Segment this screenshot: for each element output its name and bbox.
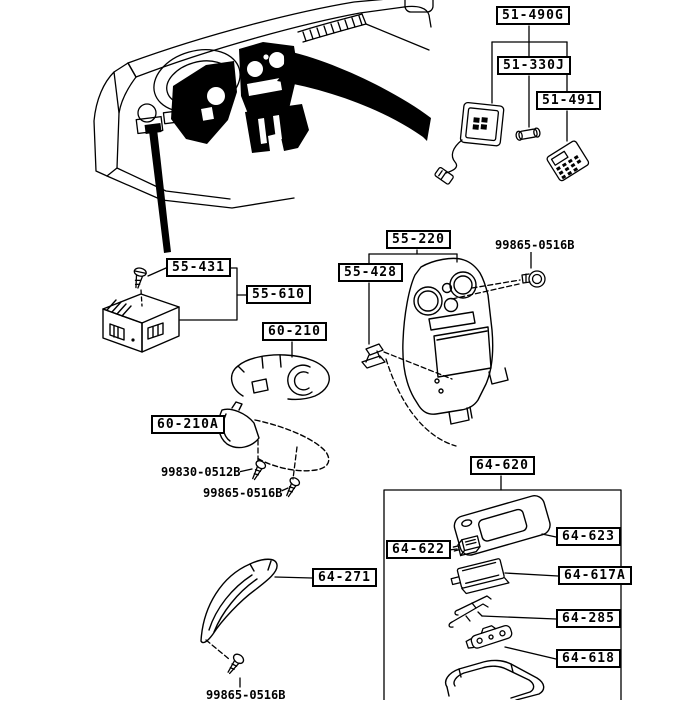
screw-illustration-console: [521, 270, 546, 288]
lamp-wire: [434, 139, 463, 185]
hidden-fastener-dashes: [383, 279, 521, 447]
leader-lines-console: [448, 475, 559, 660]
console-bin-part: [444, 659, 545, 700]
group-64-lower-panel: [200, 558, 313, 688]
festoon-bulb-part: [515, 127, 541, 141]
keypad-part: [546, 140, 590, 182]
fastener-label-lower-panel-screw: 99865-0516B: [206, 688, 286, 702]
lower-column-cover-part: [217, 401, 330, 472]
lower-panel-part: [200, 558, 278, 644]
screw-illustration-module: [133, 267, 147, 289]
part-label-64-285[interactable]: 64-285: [556, 609, 621, 628]
part-label-64-618[interactable]: 64-618: [556, 649, 621, 668]
leader-to-55-431: [149, 129, 171, 253]
console-lid-part: [453, 495, 551, 556]
part-label-64-617A[interactable]: 64-617A: [558, 566, 632, 585]
group-55-module: [102, 267, 247, 353]
switch-part-64-622: [452, 535, 481, 557]
clip-part-55-428: [361, 343, 386, 369]
tray-part-64-617a: [450, 558, 510, 595]
part-label-60-210A[interactable]: 60-210A: [151, 415, 225, 434]
leader-lines-module: [140, 267, 247, 321]
group-55-bezel: [361, 249, 546, 447]
part-label-55-431[interactable]: 55-431: [166, 258, 231, 277]
part-label-55-610[interactable]: 55-610: [246, 285, 311, 304]
fastener-label-console-screw: 99865-0516B: [495, 238, 575, 252]
rod-part-64-285: [448, 595, 492, 628]
lamp-socket-part: [459, 101, 505, 147]
fastener-label-column-screw-a: 99830-0512B: [161, 465, 241, 479]
part-label-55-428[interactable]: 55-428: [338, 263, 403, 282]
screw-illustration-column-b: [286, 477, 301, 498]
bracket-part-64-618: [465, 624, 513, 649]
part-label-51-491[interactable]: 51-491: [536, 91, 601, 110]
part-label-64-271[interactable]: 64-271: [312, 568, 377, 587]
fastener-label-column-screw-b: 99865-0516B: [203, 486, 283, 500]
part-label-51-490G[interactable]: 51-490G: [496, 6, 570, 25]
leader-lines-lower-panel: [205, 576, 313, 688]
part-label-64-622[interactable]: 64-622: [386, 540, 451, 559]
screw-illustration-lower-panel: [227, 653, 245, 675]
part-label-55-220[interactable]: 55-220: [386, 230, 451, 249]
pointer-swoosh: [277, 50, 431, 141]
part-label-60-210[interactable]: 60-210: [262, 322, 327, 341]
dashboard-illustration: [93, 0, 434, 253]
group-frame: [383, 489, 622, 700]
part-label-64-623[interactable]: 64-623: [556, 527, 621, 546]
group-51-lamp-keypad: [434, 25, 590, 185]
group-64-console: [383, 475, 622, 700]
center-bezel-part: [402, 257, 509, 425]
screw-illustration-column-a: [252, 460, 267, 481]
part-label-64-620[interactable]: 64-620: [470, 456, 535, 475]
leader-lines-55: [368, 249, 532, 345]
leader-lines-51: [491, 25, 568, 142]
upper-column-cover-part: [230, 354, 330, 401]
part-label-51-330J[interactable]: 51-330J: [497, 56, 571, 75]
control-module-part: [102, 293, 180, 353]
